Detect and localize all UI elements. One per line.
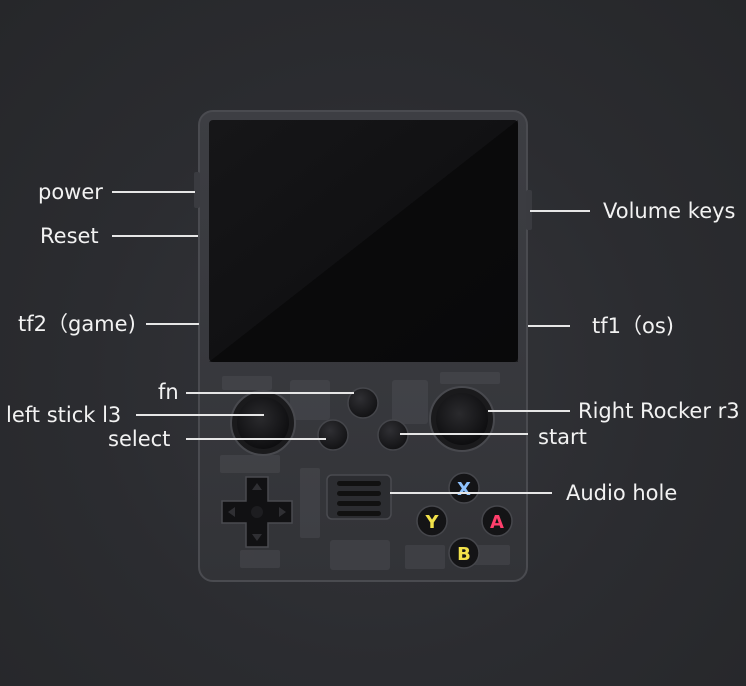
reset-leader-line <box>112 235 198 237</box>
face-button-y: Y <box>416 505 448 537</box>
tf2-label: tf2（game) <box>18 312 136 336</box>
left-stick-cap <box>237 397 289 449</box>
fn-label: fn <box>158 380 179 404</box>
b-button-letter: B <box>457 544 471 565</box>
select-leader-line <box>186 438 326 440</box>
start-label: start <box>538 425 587 449</box>
fn-button <box>347 387 379 419</box>
face-button-x: X <box>448 472 480 504</box>
power-leader-line <box>112 191 195 193</box>
audio-leader-line <box>390 492 552 494</box>
internal-components <box>220 372 510 570</box>
start-leader-line <box>400 433 528 435</box>
power-side-button <box>194 172 200 208</box>
left-stick-label: left stick l3 <box>6 403 122 427</box>
power-label: power <box>38 180 103 204</box>
volume-side-button <box>526 190 532 230</box>
right-rocker-label: Right Rocker r3 <box>578 399 740 423</box>
right-stick-cap <box>436 393 488 445</box>
select-label: select <box>108 427 171 451</box>
tf1-leader-line <box>528 325 570 327</box>
right-rocker-leader-line <box>488 410 570 412</box>
a-button-letter: A <box>490 512 504 533</box>
d-pad <box>221 476 293 548</box>
audio-label: Audio hole <box>566 481 678 505</box>
screen-glare <box>209 120 518 362</box>
face-button-a: A <box>481 505 513 537</box>
volume-label: Volume keys <box>603 199 736 223</box>
fn-leader-line <box>186 392 354 394</box>
tf1-label: tf1（os) <box>592 314 674 338</box>
volume-leader-line <box>530 210 590 212</box>
tf2-leader-line <box>146 323 199 325</box>
start-button <box>377 419 409 451</box>
x-button-letter: X <box>457 479 471 500</box>
y-button-letter: Y <box>424 512 439 533</box>
face-button-b: B <box>448 537 480 569</box>
reset-label: Reset <box>40 224 99 248</box>
left-stick-leader-line <box>136 414 264 416</box>
speaker-grille <box>326 474 392 520</box>
select-button <box>317 419 349 451</box>
